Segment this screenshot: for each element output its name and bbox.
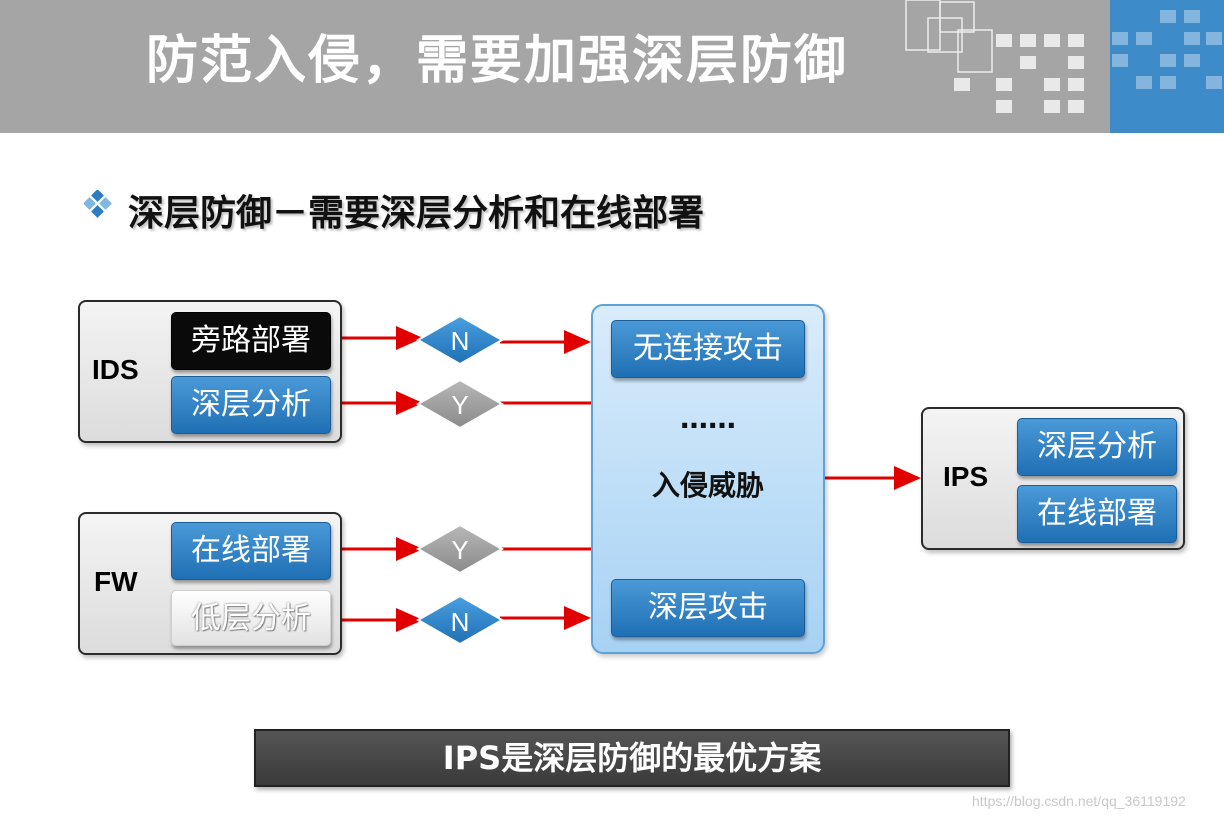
watermark: https://blog.csdn.net/qq_36119192 [972, 793, 1186, 809]
subtitle: 深层防御－需要深层分析和在线部署 [128, 193, 705, 234]
decision-diamond-ids-1: N [415, 314, 505, 366]
ips-panel: IPS 深层分析 在线部署 [921, 407, 1185, 550]
diamond-bullet-icon [84, 190, 112, 218]
header-band: 防范入侵，需要加强深层防御 [0, 0, 1224, 133]
ids-item-deep-analysis: 深层分析 [171, 376, 331, 434]
page-title: 防范入侵，需要加强深层防御 [146, 31, 849, 91]
fw-item-shallow-analysis: 低层分析 [171, 590, 331, 646]
fw-label: FW [94, 566, 138, 597]
decision-label: Y [451, 535, 468, 565]
ids-label: IDS [92, 354, 139, 385]
ids-panel: IDS 旁路部署 深层分析 [78, 300, 342, 443]
ips-item-inline-deploy: 在线部署 [1017, 485, 1177, 543]
decision-diamond-fw-2: N [415, 594, 505, 646]
fw-panel: FW 在线部署 低层分析 [78, 512, 342, 655]
decision-label: N [451, 607, 470, 637]
decision-diamond-fw-1: Y [415, 523, 505, 575]
threat-connectionless-attack: 无连接攻击 [611, 320, 805, 378]
threat-ellipsis: …… [680, 402, 736, 435]
threat-title: 入侵威胁 [651, 469, 764, 502]
decision-diamond-ids-2: Y [415, 378, 505, 430]
threat-panel: 无连接攻击 …… 入侵威胁 深层攻击 [591, 304, 825, 654]
threat-deep-attack: 深层攻击 [611, 579, 805, 637]
fw-item-inline-deploy: 在线部署 [171, 522, 331, 580]
header-outline-squares [905, 0, 993, 73]
header-decoration-blue [1110, 0, 1224, 133]
decision-label: Y [451, 390, 468, 420]
ips-item-deep-analysis: 深层分析 [1017, 418, 1177, 476]
decision-label: N [451, 326, 470, 356]
conclusion-banner: IPS是深层防御的最优方案 [254, 729, 1010, 787]
ids-item-bypass-deploy: 旁路部署 [171, 312, 331, 370]
ips-label: IPS [943, 461, 989, 492]
